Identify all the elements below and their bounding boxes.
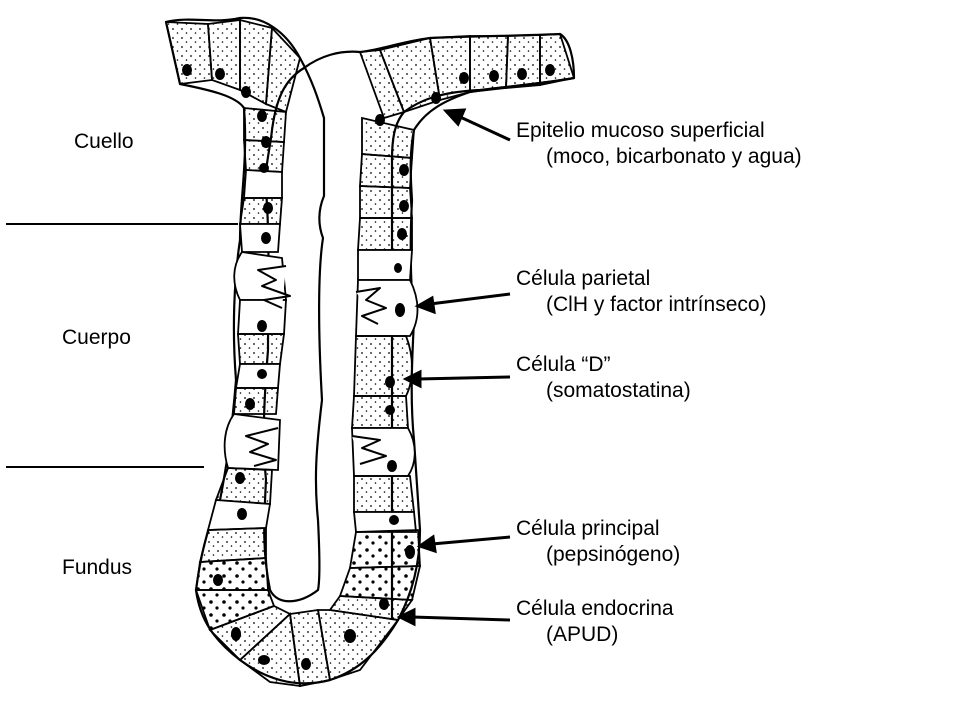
cell-nucleus: [241, 86, 251, 98]
arrowhead: [442, 108, 467, 127]
region-divider-neck-body: [6, 223, 238, 225]
surface-cell: [505, 34, 541, 89]
label-detail: (pepsinógeno): [546, 543, 681, 566]
region-label-body: Cuerpo: [62, 326, 131, 349]
label-chief-cell: Célula principal (pepsinógeno): [516, 516, 680, 568]
cell-nucleus: [385, 405, 395, 415]
label-title: Célula parietal: [516, 267, 651, 290]
label-endocrine-cell: Célula endocrina (APUD): [516, 596, 674, 648]
parietal-canaliculus: [257, 265, 291, 309]
surface-cell: [265, 25, 301, 114]
label-title: Célula “D”: [516, 353, 611, 376]
label-detail: (APUD): [546, 623, 619, 646]
body-cell: [351, 395, 409, 429]
cell-nucleus: [231, 627, 241, 641]
cell-nucleus: [405, 545, 415, 559]
label-title: Célula principal: [516, 517, 660, 540]
cell-nucleus: [261, 136, 271, 148]
cell-nucleus: [397, 228, 407, 240]
surface-cell: [207, 18, 241, 92]
cell-nucleus: [245, 398, 255, 410]
cell-nucleus: [237, 508, 247, 520]
arrow-endocrine-cell: [411, 615, 511, 622]
cell-nucleus: [431, 92, 441, 104]
fundus-cell: [353, 475, 416, 513]
region-label-fundus: Fundus: [62, 556, 133, 579]
cell-nucleus: [545, 64, 555, 76]
cell-nucleus: [235, 472, 245, 484]
cell-nucleus: [257, 369, 267, 379]
label-title: Epitelio mucoso superficial: [516, 119, 765, 142]
cell-nucleus: [344, 629, 356, 643]
cell-nucleus: [399, 164, 409, 176]
arrow-parietal-cell: [429, 292, 511, 306]
surface-cell: [358, 49, 406, 120]
arrow-surface-epithelium: [457, 114, 511, 142]
neck-cell: [239, 223, 281, 253]
parietal-canaliculus: [351, 435, 387, 465]
cell-nucleus: [259, 163, 269, 173]
arrowhead: [396, 607, 416, 627]
label-detail: (somatostatina): [546, 379, 691, 402]
label-d-cell: Célula “D” (somatostatina): [516, 352, 691, 404]
fundus-cell: [198, 527, 267, 563]
cell-nucleus: [375, 114, 385, 126]
arrow-chief-cell: [431, 535, 511, 546]
cell-nucleus: [258, 655, 270, 665]
arrowhead: [416, 534, 437, 554]
cell-nucleus: [261, 232, 271, 244]
cell-nucleus: [257, 110, 267, 122]
cell-nucleus: [399, 200, 409, 212]
neck-cell: [357, 249, 413, 281]
neck-cell: [243, 169, 283, 199]
label-surface-epithelium: Epitelio mucoso superficial (moco, bicar…: [516, 118, 802, 170]
endocrine-cell: [316, 609, 400, 682]
cell-nucleus: [215, 68, 225, 80]
neck-cell: [238, 197, 283, 225]
region-divider-body-fundus: [6, 466, 204, 468]
cell-nucleus: [213, 574, 223, 586]
chief-cell: [338, 565, 422, 601]
label-parietal-cell: Célula parietal (ClH y factor intrínseco…: [516, 266, 767, 318]
parietal-canaliculus: [245, 427, 279, 467]
cell-nucleus: [395, 303, 405, 317]
cell-nucleus: [387, 460, 397, 472]
cell-nucleus: [489, 70, 499, 82]
neck-cell: [361, 116, 415, 159]
arrowhead: [402, 369, 422, 389]
label-detail: (moco, bicarbonato y agua): [546, 145, 802, 168]
label-title: Célula endocrina: [516, 597, 674, 620]
cell-nucleus: [459, 72, 469, 84]
cell-nucleus: [379, 598, 389, 610]
cell-nucleus: [394, 263, 402, 273]
body-cell: [233, 387, 279, 415]
chief-cell: [194, 557, 269, 591]
body-cell: [237, 333, 286, 365]
arrowhead: [414, 295, 436, 315]
d-cell: [353, 335, 413, 397]
fundus-cell: [353, 511, 417, 533]
cell-nucleus: [385, 376, 395, 388]
parietal-canaliculus: [355, 287, 387, 325]
cell-nucleus: [182, 64, 192, 76]
surface-cell: [469, 35, 509, 94]
cell-nucleus: [301, 658, 311, 670]
cell-nucleus: [389, 515, 399, 525]
region-label-neck: Cuello: [74, 130, 134, 153]
label-detail: (ClH y factor intrínseco): [546, 293, 767, 316]
surface-cell: [539, 33, 576, 87]
cell-nucleus: [517, 68, 527, 80]
cell-nucleus: [263, 202, 273, 214]
cell-nucleus: [257, 320, 267, 332]
arrow-d-cell: [417, 375, 511, 381]
